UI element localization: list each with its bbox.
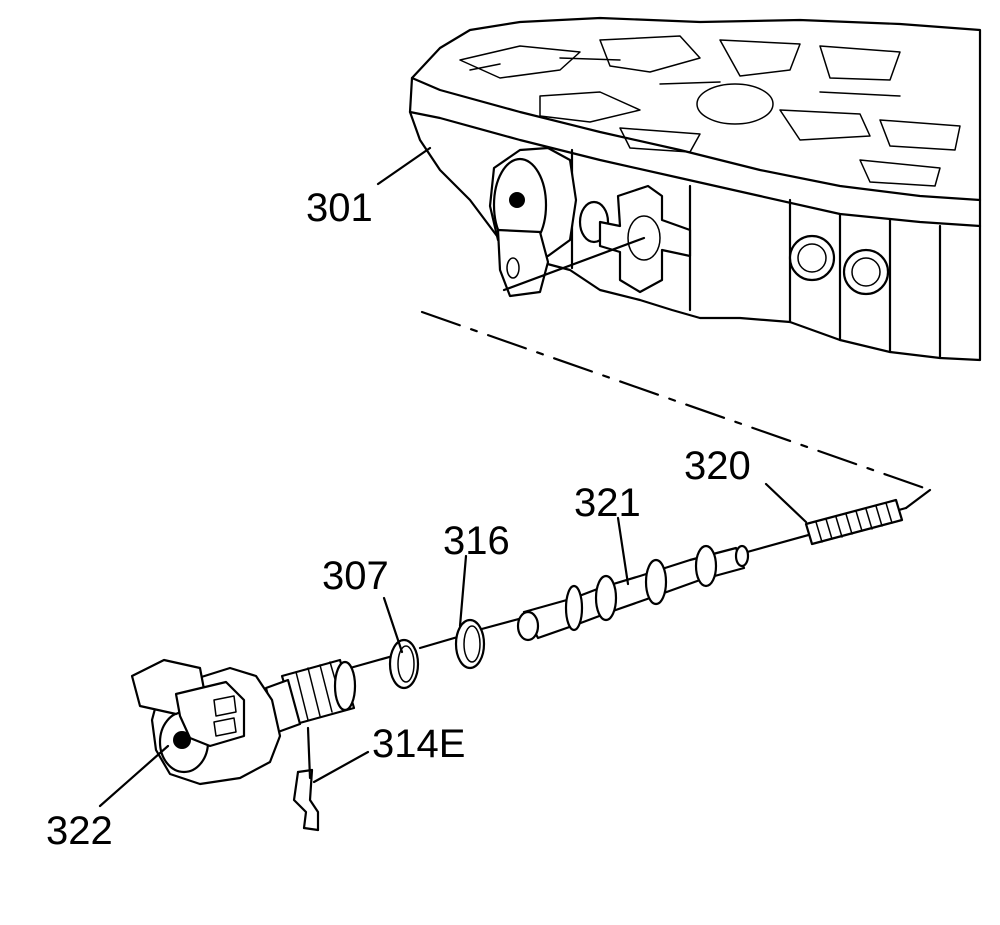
callout-301: 301 <box>306 186 373 230</box>
valve-part <box>516 544 750 642</box>
leader-lines <box>98 146 808 808</box>
valve-body <box>408 16 982 362</box>
callout-307: 307 <box>322 554 389 598</box>
spring-part <box>804 498 904 546</box>
callout-322: 322 <box>46 809 113 853</box>
clip-part <box>292 768 320 832</box>
callout-321: 321 <box>574 481 641 525</box>
solenoid-part <box>130 658 357 786</box>
callout-314e: 314E <box>372 722 465 766</box>
o-ring-307 <box>388 638 420 690</box>
callout-316: 316 <box>443 519 510 563</box>
callout-320: 320 <box>684 444 751 488</box>
o-ring-316 <box>454 618 486 670</box>
